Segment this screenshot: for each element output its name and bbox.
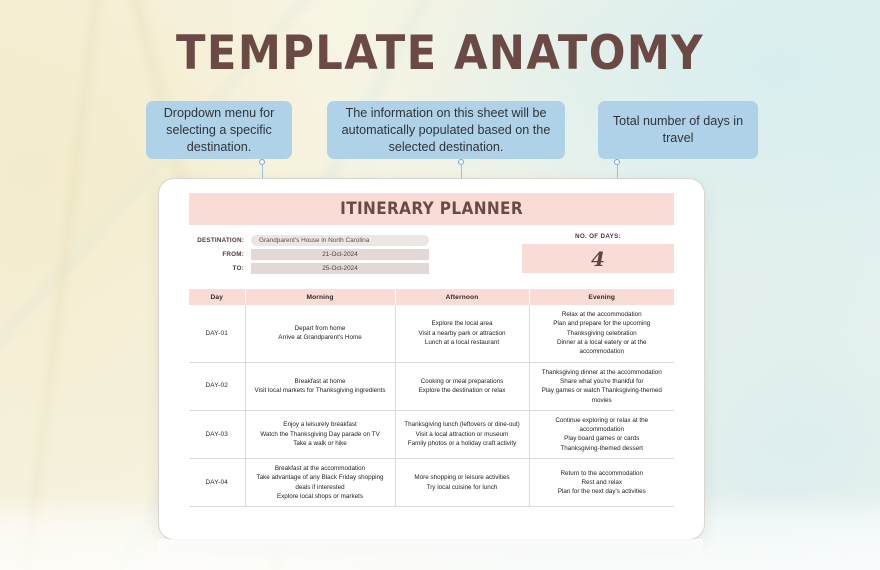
cell-line: Plan and prepare for the upcoming Thanks… [553,320,651,337]
destination-dropdown[interactable]: Grandparent's House in North Carolina [251,235,429,246]
callout-destination-dropdown: Dropdown menu for selecting a specific d… [146,101,292,159]
cell-line: Explore the destination or relax [418,387,506,395]
day-cell: DAY-03 [189,410,246,460]
cell-line: Share what you're thankful for [560,377,644,385]
callout-text: Total number of days in travel [612,114,744,145]
cell-line: Play board games or cards [564,435,640,443]
callout-auto-populated-info: The information on this sheet will be au… [327,101,565,159]
column-header-evening: Evening [529,289,674,305]
callout-total-days: Total number of days in travel [598,101,758,159]
table-header-row: Day Morning Afternoon Evening [189,289,674,305]
destination-label: DESTINATION: [197,237,244,244]
column-header-morning: Morning [245,289,396,305]
cell-line: Return to the accommodation [560,469,644,477]
cell-line: Watch the Thanksgiving Day parade on TV [260,430,380,438]
cell-line: Thanksgiving lunch (leftovers or dine-ou… [404,421,520,429]
card-reflection [158,539,703,565]
day-cell: DAY-01 [189,305,246,363]
cell-line: Play games or watch Thanksgiving-themed … [541,387,662,404]
no-of-days-box: 4 [522,244,674,273]
no-of-days-value: 4 [591,246,605,271]
cell-line: Thanksgiving dinner at the accommodation [541,368,662,376]
cell-line: Try local cuisine for lunch [426,483,498,491]
cell-line: Thanksgiving-themed dessert [560,444,644,452]
cell-line: Cooking or meal preparations [420,377,504,385]
cell-line: Breakfast at the accommodation [274,465,366,473]
cell-line: Arrive at Grandparent's Home [278,334,362,342]
callout-text: The information on this sheet will be au… [341,105,551,154]
cell-line: Explore the local area [431,320,493,328]
callout-text: Dropdown menu for selecting a specific d… [163,105,275,154]
cell-line: Explore local shops or markets [276,493,364,500]
cell-line: Continue exploring or relax at the accom… [555,416,649,434]
cell-line: Take a walk or hike [293,440,347,448]
cell-line: Depart from home [294,324,346,332]
field-row-destination: DESTINATION: Grandparent's House in Nort… [189,235,429,246]
cell-line: Dinner at a local eatery or at the accom… [556,338,647,356]
day-cell: DAY-04 [189,458,246,508]
day-cell: DAY-02 [189,362,246,411]
column-header-afternoon: Afternoon [395,289,530,305]
field-row-to: TO: 25-Oct-2024 [189,263,429,274]
to-label: TO: [232,265,244,272]
cell-line: Take advantage of any Black Friday shopp… [256,474,384,491]
no-of-days-label: NO. OF DAYS: [574,233,622,240]
field-row-from: FROM: 21-Oct-2024 [189,249,429,260]
cell-line: Visit local markets for Thanksgiving ing… [254,387,386,395]
cell-line: Visit a nearby park or attraction [418,329,506,337]
cell-line: Relax at the accommodation [561,311,642,318]
table-header: Day Morning Afternoon Evening [189,289,674,305]
cell-line: Lunch at a local restaurant [424,338,500,346]
from-date-value[interactable]: 21-Oct-2024 [251,249,429,260]
cell-line: Plan for the next day's activities [557,488,646,496]
evening-cell: Thanksgiving dinner at the accommodation… [528,362,674,411]
cell-line: Visit a local attraction or museum [415,430,509,438]
cell-line: Enjoy a leisurely breakfast [283,421,357,429]
cell-line: Family photos or a holiday craft activit… [407,440,517,448]
evening-cell: Continue exploring or relax at the accom… [528,410,674,460]
from-label: FROM: [222,251,244,258]
cell-line: More shopping or leisure activities [414,474,510,482]
cell-line: Breakfast at home [294,377,346,385]
itinerary-planner-card: ITINERARY PLANNER DESTINATION: Grandpare… [158,178,705,540]
sheet-title-text: ITINERARY PLANNER [340,199,523,219]
to-date-value[interactable]: 25-Oct-2024 [251,263,429,274]
planner-header-fields: DESTINATION: Grandparent's House in Nort… [189,235,429,277]
no-of-days-block: NO. OF DAYS: 4 [522,233,674,273]
cell-line: Rest and relax [581,479,623,487]
sheet-title-banner: ITINERARY PLANNER [189,193,674,225]
column-header-day: Day [189,289,246,305]
afternoon-cell: Thanksgiving lunch (leftovers or dine-ou… [394,410,530,460]
page-title: TEMPLATE ANATOMY [176,26,704,81]
